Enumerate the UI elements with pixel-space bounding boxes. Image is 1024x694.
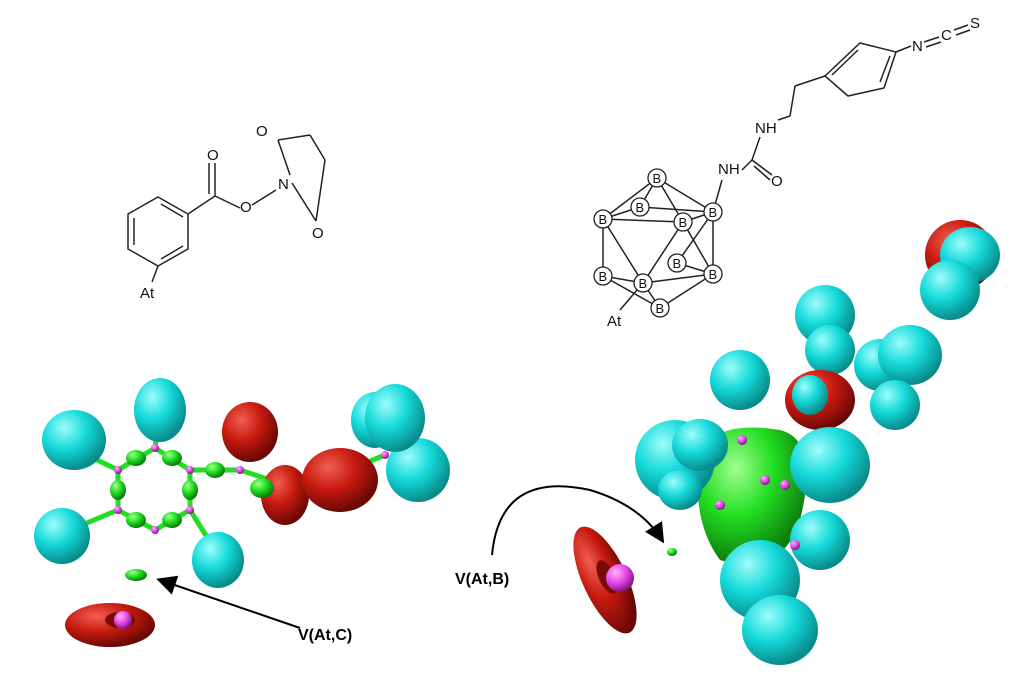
- atom-n-imide: N: [278, 176, 289, 193]
- v-at-c-basin: [125, 569, 147, 581]
- cage-basin: [697, 427, 807, 565]
- boron-atom-label: B: [639, 276, 648, 291]
- atom-nh-upper: NH: [755, 120, 777, 137]
- h-basin: [34, 508, 90, 564]
- atom-o-ester: O: [240, 199, 252, 216]
- boron-atom-circle: [593, 266, 613, 286]
- oxygen-lone-pair: [302, 448, 378, 512]
- boron-atom-label: B: [709, 205, 718, 220]
- boron-atom-circle: [673, 212, 693, 232]
- boron-atom-circle: [667, 253, 687, 273]
- left-elf-render: V(At,C): [34, 378, 450, 647]
- h-basin: [134, 378, 186, 442]
- right-elf-render: V(At,B): [455, 220, 1000, 665]
- carborane-bonds: [602, 24, 971, 311]
- boron-atom-circle: [650, 298, 670, 318]
- boron-atom-circle: [703, 264, 723, 284]
- at-lone-pair-torus: [573, 526, 637, 634]
- atom-o-top: O: [256, 123, 268, 140]
- boron-atom-label: B: [599, 212, 608, 227]
- atom-at: At: [140, 285, 155, 302]
- atom-c: C: [941, 27, 952, 44]
- boron-atom-circle: [630, 197, 650, 217]
- atom-o: O: [771, 173, 783, 190]
- boron-atom-label: B: [673, 256, 682, 271]
- h-basin: [365, 384, 425, 452]
- boron-atom-label: B: [709, 267, 718, 282]
- h-basin: [386, 438, 450, 502]
- atom-o-bottom: O: [312, 225, 324, 242]
- atom-nh-lower: NH: [718, 161, 740, 178]
- atom-o-carbonyl: O: [207, 147, 219, 164]
- at-atom: [606, 564, 634, 592]
- oxygen-lone-pair: [222, 402, 278, 462]
- h-basin: [192, 532, 244, 588]
- v-at-b-basin: [667, 548, 677, 556]
- atom-s: S: [970, 15, 980, 32]
- boron-atom-label: B: [679, 215, 688, 230]
- arrow-v-at-c: [156, 575, 301, 629]
- label-v-at-b: V(At,B): [455, 571, 509, 588]
- label-v-at-c: V(At,C): [298, 627, 352, 644]
- oxygen-lone-pair: [261, 465, 309, 525]
- boron-atom-circle: [703, 202, 723, 222]
- atom-at: At: [607, 313, 622, 330]
- boron-atom-circle: [593, 209, 613, 229]
- benzene-ring: [127, 196, 189, 267]
- boron-atom-circle: [633, 273, 653, 293]
- atom-n: N: [912, 38, 923, 55]
- boron-atom-label: B: [599, 269, 608, 284]
- boron-atom-label: B: [656, 301, 665, 316]
- boron-atom-label: B: [653, 171, 662, 186]
- boron-atom-label: B: [636, 200, 645, 215]
- arrow-v-at-b: [491, 485, 665, 556]
- at-atom: [114, 611, 132, 629]
- h-basin: [42, 410, 106, 470]
- boron-atom-circle: [647, 168, 667, 188]
- left-structure: O O N O O At: [127, 123, 326, 302]
